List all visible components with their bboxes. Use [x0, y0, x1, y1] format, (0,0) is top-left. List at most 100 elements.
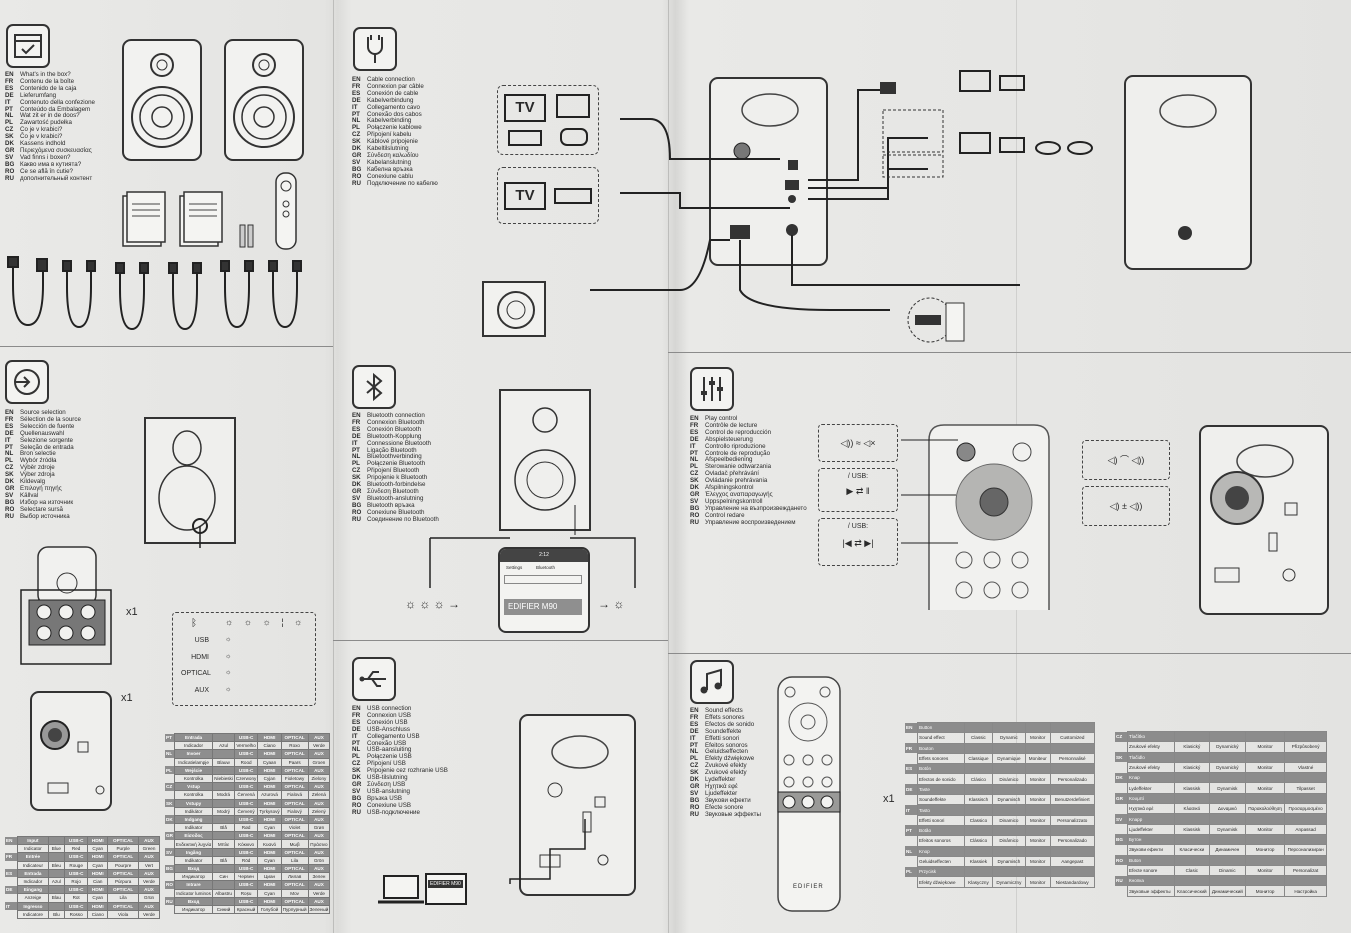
table-language-code: EN	[905, 722, 918, 733]
table-cell: Cyan	[257, 855, 282, 866]
language-text: Co je v krabici?	[20, 126, 63, 134]
table-cell: Ingång	[173, 847, 214, 857]
language-code: BG	[5, 498, 15, 506]
table-cell: HDMI	[257, 782, 282, 792]
table-cell: Efeitos sonoros	[917, 835, 965, 847]
indicator-source-label: OPTICAL	[181, 670, 211, 677]
language-code: FR	[690, 421, 699, 429]
bluetooth-pairing-flow: ☼ ☼ ☼ → → ☼	[405, 537, 636, 611]
table-cell: Cyaan	[257, 757, 282, 767]
table-cell: Ljudeffekter	[1127, 823, 1175, 835]
table-cell: Anpassad	[1284, 823, 1327, 835]
language-text: Připojení Bluetooth	[367, 467, 420, 475]
table-cell: USB-C	[233, 814, 259, 825]
language-code: FR	[690, 713, 699, 721]
table-cell: Klasický	[1174, 741, 1210, 753]
table-cell: Tasto	[917, 804, 965, 816]
language-code: DE	[352, 432, 361, 440]
table-cell: Lila	[280, 855, 309, 866]
table-cell	[964, 824, 993, 837]
language-code: SV	[352, 787, 361, 795]
language-text: Соединение по Bluetooth	[367, 515, 439, 523]
table-cell: Класически	[1174, 844, 1210, 856]
play-control-icon	[690, 367, 734, 411]
language-code: CZ	[690, 762, 699, 770]
bluetooth-icon: ᛒ	[191, 618, 197, 629]
box-contents-icon	[6, 24, 50, 68]
table-cell: OPTICAL	[280, 732, 309, 743]
table-cell: OPTICAL	[107, 868, 139, 878]
language-code: EN	[5, 71, 14, 78]
phone-bluetooth-title: Bluetooth	[536, 565, 556, 570]
table-cell: HDMI	[257, 880, 282, 890]
table-cell: USB-C	[233, 847, 259, 857]
table-cell: Moniteur	[1024, 752, 1051, 765]
table-cell: Cyan	[257, 823, 282, 833]
table-cell: Dynamisch	[991, 855, 1026, 868]
table-cell: Purple	[107, 844, 139, 854]
table-cell	[1174, 751, 1210, 763]
language-code: DE	[352, 96, 361, 104]
table-cell: Indikátor	[173, 806, 214, 816]
table-cell: HDMI	[257, 765, 282, 775]
table-cell: Niestandardowy	[1049, 876, 1096, 888]
table-cell: Dynamisk	[1208, 823, 1246, 835]
language-code: RO	[690, 511, 700, 519]
table-cell: Red	[63, 844, 89, 854]
table-language-code	[5, 861, 18, 869]
language-code: CZ	[352, 467, 361, 475]
table-language-code	[905, 795, 918, 805]
table-cell: Modrý	[212, 806, 235, 816]
table-cell	[1024, 845, 1051, 857]
table-cell: Fialová	[280, 790, 309, 800]
table-language-code: RU	[1115, 875, 1128, 886]
table-cell	[1208, 730, 1246, 743]
device-name-item: EDIFIER M90	[504, 599, 582, 615]
table-cell: USB-C	[233, 880, 259, 890]
svg-text:→ ☼: → ☼	[598, 597, 624, 611]
language-text: Ovládanie prehrávania	[705, 477, 768, 485]
language-code: PL	[5, 457, 13, 465]
led-icon: ☼	[225, 669, 232, 676]
language-code: RO	[352, 172, 362, 180]
language-code: BG	[5, 160, 15, 168]
table-cell	[991, 804, 1026, 816]
table-cell: Taste	[917, 783, 965, 796]
table-cell: Indgang	[173, 814, 214, 825]
language-text: Управление на възпроизвеждането	[705, 504, 807, 512]
table-cell	[212, 880, 235, 890]
table-cell: Buton	[1127, 854, 1175, 866]
table-language-code	[165, 873, 174, 881]
language-text: Wybór źródła	[20, 457, 57, 465]
table-cell: Звукови ефекти	[1127, 844, 1175, 856]
language-text: Ligação Bluetooth	[367, 446, 417, 454]
source-devices-group-2: TV	[497, 167, 599, 224]
language-text: Contenuto della confezione	[20, 98, 95, 106]
table-cell	[991, 845, 1026, 857]
language-text: Efecte sonore	[705, 803, 744, 811]
language-code: NL	[352, 453, 361, 461]
table-cell: Cyan	[87, 844, 109, 854]
language-code: IT	[5, 98, 11, 106]
table-cell: Червен	[233, 872, 259, 882]
table-cell: Dynamisch	[991, 794, 1026, 806]
